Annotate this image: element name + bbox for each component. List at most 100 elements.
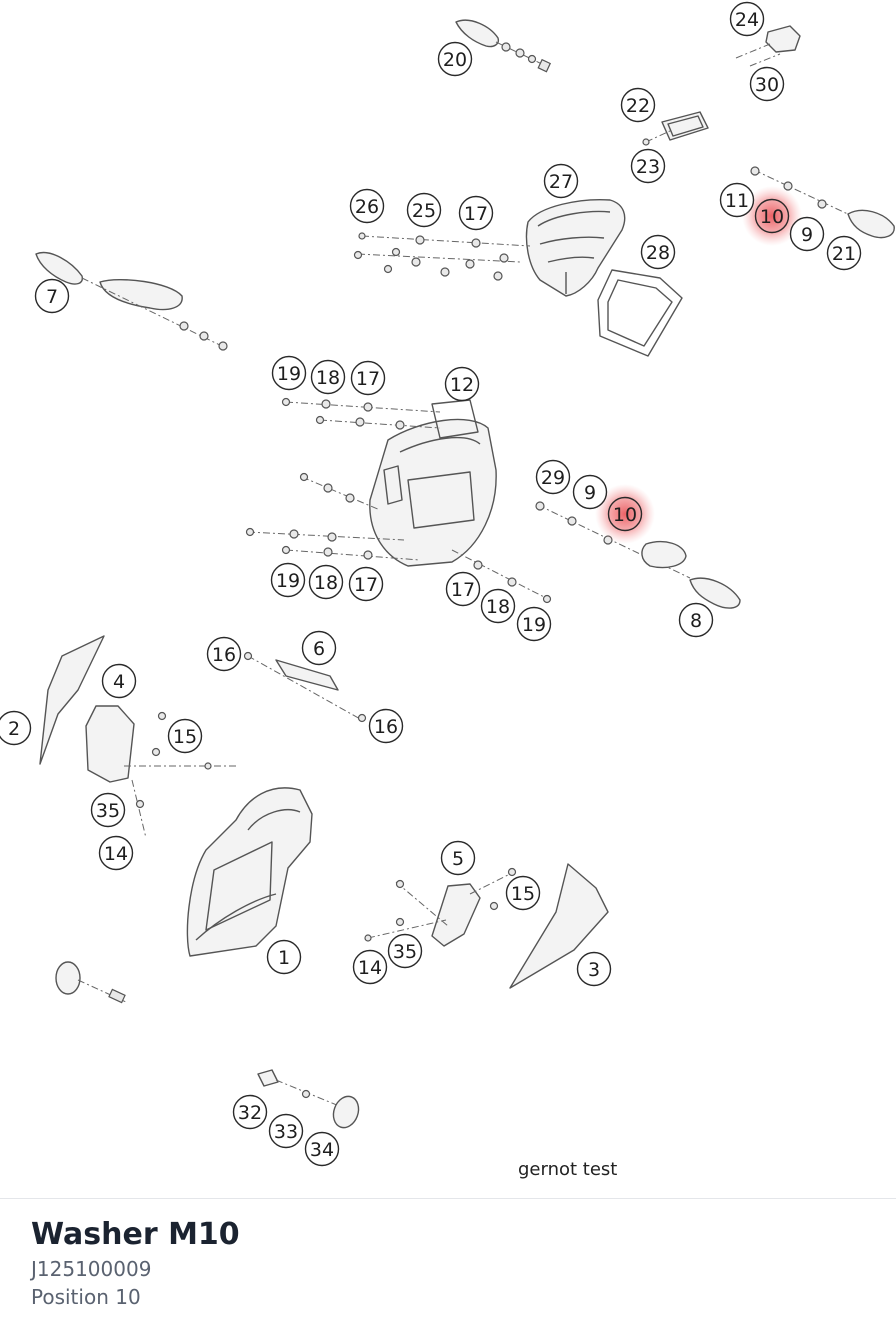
callout-10[interactable]: 10 — [754, 198, 790, 234]
callout-16[interactable]: 16 — [206, 636, 242, 672]
callout-33[interactable]: 33 — [268, 1113, 304, 1149]
callout-number: 25 — [412, 200, 436, 222]
top-screw-row-drawing — [353, 232, 531, 281]
callout-number: 15 — [511, 883, 535, 905]
callout-number: 24 — [735, 9, 759, 31]
callout-2[interactable]: 2 — [0, 710, 32, 746]
callout-7[interactable]: 7 — [34, 278, 70, 314]
callout-15[interactable]: 15 — [505, 875, 541, 911]
callout-circle — [437, 41, 473, 77]
callout-6[interactable]: 6 — [301, 630, 337, 666]
callout-1[interactable]: 1 — [266, 939, 302, 975]
callout-number: 10 — [760, 206, 784, 228]
callout-circle — [480, 588, 516, 624]
callout-circle — [90, 792, 126, 828]
exploded-parts-diagram: 2024302223272625171110921287191817122991… — [0, 1, 895, 1180]
callout-3[interactable]: 3 — [576, 951, 612, 987]
callout-circle — [310, 359, 346, 395]
callout-10[interactable]: 10 — [607, 496, 643, 532]
callout-30[interactable]: 30 — [749, 66, 785, 102]
callout-circle — [749, 66, 785, 102]
callout-18[interactable]: 18 — [308, 564, 344, 600]
callout-18[interactable]: 18 — [310, 359, 346, 395]
callout-18[interactable]: 18 — [480, 588, 516, 624]
callout-circle — [505, 875, 541, 911]
callout-number: 8 — [690, 610, 702, 632]
callout-19[interactable]: 19 — [270, 562, 306, 598]
right-side-panel-drawing — [509, 863, 609, 989]
callout-number: 9 — [801, 224, 813, 246]
callout-19[interactable]: 19 — [516, 606, 552, 642]
callout-circle — [620, 87, 656, 123]
callout-34[interactable]: 34 — [304, 1131, 340, 1167]
callout-27[interactable]: 27 — [543, 163, 579, 199]
callout-12[interactable]: 12 — [444, 366, 480, 402]
callout-circle — [640, 234, 676, 270]
callout-26[interactable]: 26 — [349, 188, 385, 224]
callout-17[interactable]: 17 — [445, 571, 481, 607]
callout-16[interactable]: 16 — [368, 708, 404, 744]
callout-number: 29 — [541, 467, 565, 489]
callout-14[interactable]: 14 — [98, 835, 134, 871]
callout-number: 1 — [278, 947, 290, 969]
callout-19[interactable]: 19 — [271, 355, 307, 391]
callout-32[interactable]: 32 — [232, 1094, 268, 1130]
callout-number: 35 — [96, 800, 120, 822]
callout-23[interactable]: 23 — [630, 148, 666, 184]
callout-number: 17 — [464, 203, 488, 225]
callout-circle — [271, 355, 307, 391]
callout-20[interactable]: 20 — [437, 41, 473, 77]
callout-35[interactable]: 35 — [90, 792, 126, 828]
callout-15[interactable]: 15 — [167, 718, 203, 754]
diagram-caption: gernot test — [518, 1159, 617, 1180]
callout-number: 6 — [313, 638, 325, 660]
callout-14[interactable]: 14 — [352, 949, 388, 985]
callout-circle — [630, 148, 666, 184]
small-bracket-drawing — [243, 651, 367, 723]
callout-circle — [572, 474, 608, 510]
highlight-glow-layer — [595, 186, 802, 544]
callout-24[interactable]: 24 — [729, 1, 765, 37]
callout-35[interactable]: 35 — [387, 933, 423, 969]
callout-29[interactable]: 29 — [535, 459, 571, 495]
callout-number: 5 — [452, 848, 464, 870]
callout-circle — [350, 360, 386, 396]
callout-5[interactable]: 5 — [440, 840, 476, 876]
callout-17[interactable]: 17 — [348, 566, 384, 602]
callout-25[interactable]: 25 — [406, 192, 442, 228]
callout-circle — [308, 564, 344, 600]
bracket-fastener-rows-drawing — [245, 397, 552, 604]
callout-circle — [0, 710, 32, 746]
callout-number: 10 — [613, 504, 637, 526]
callout-circle — [789, 216, 825, 252]
callout-number: 4 — [113, 671, 125, 693]
callout-circle — [167, 718, 203, 754]
callout-circle — [678, 602, 714, 638]
callout-17[interactable]: 17 — [458, 195, 494, 231]
callout-28[interactable]: 28 — [640, 234, 676, 270]
tail-light-drawing — [525, 198, 626, 297]
callout-circle — [444, 366, 480, 402]
part-info-panel: Washer M10 J125100009 Position 10 — [0, 1198, 896, 1335]
top-indicator-drawing — [455, 19, 552, 73]
callout-8[interactable]: 8 — [678, 602, 714, 638]
license-light-drawing — [735, 25, 801, 67]
callout-number: 2 — [8, 718, 20, 740]
callout-number: 28 — [646, 242, 670, 264]
callout-17[interactable]: 17 — [350, 360, 386, 396]
right-lower-indicator-drawing — [535, 501, 741, 609]
callout-number: 7 — [46, 286, 58, 308]
callout-number: 22 — [626, 95, 650, 117]
callout-11[interactable]: 11 — [719, 182, 755, 218]
left-mount-drawing — [85, 705, 236, 839]
callout-22[interactable]: 22 — [620, 87, 656, 123]
callout-21[interactable]: 21 — [826, 235, 862, 271]
headlight-bracket-drawing — [369, 399, 497, 567]
callout-4[interactable]: 4 — [101, 663, 137, 699]
right-mount-drawing — [364, 867, 517, 947]
headlight-drawing — [186, 787, 313, 957]
part-number: J125100009 — [31, 1257, 152, 1281]
callout-9[interactable]: 9 — [572, 474, 608, 510]
callout-circle — [270, 562, 306, 598]
callout-9[interactable]: 9 — [789, 216, 825, 252]
